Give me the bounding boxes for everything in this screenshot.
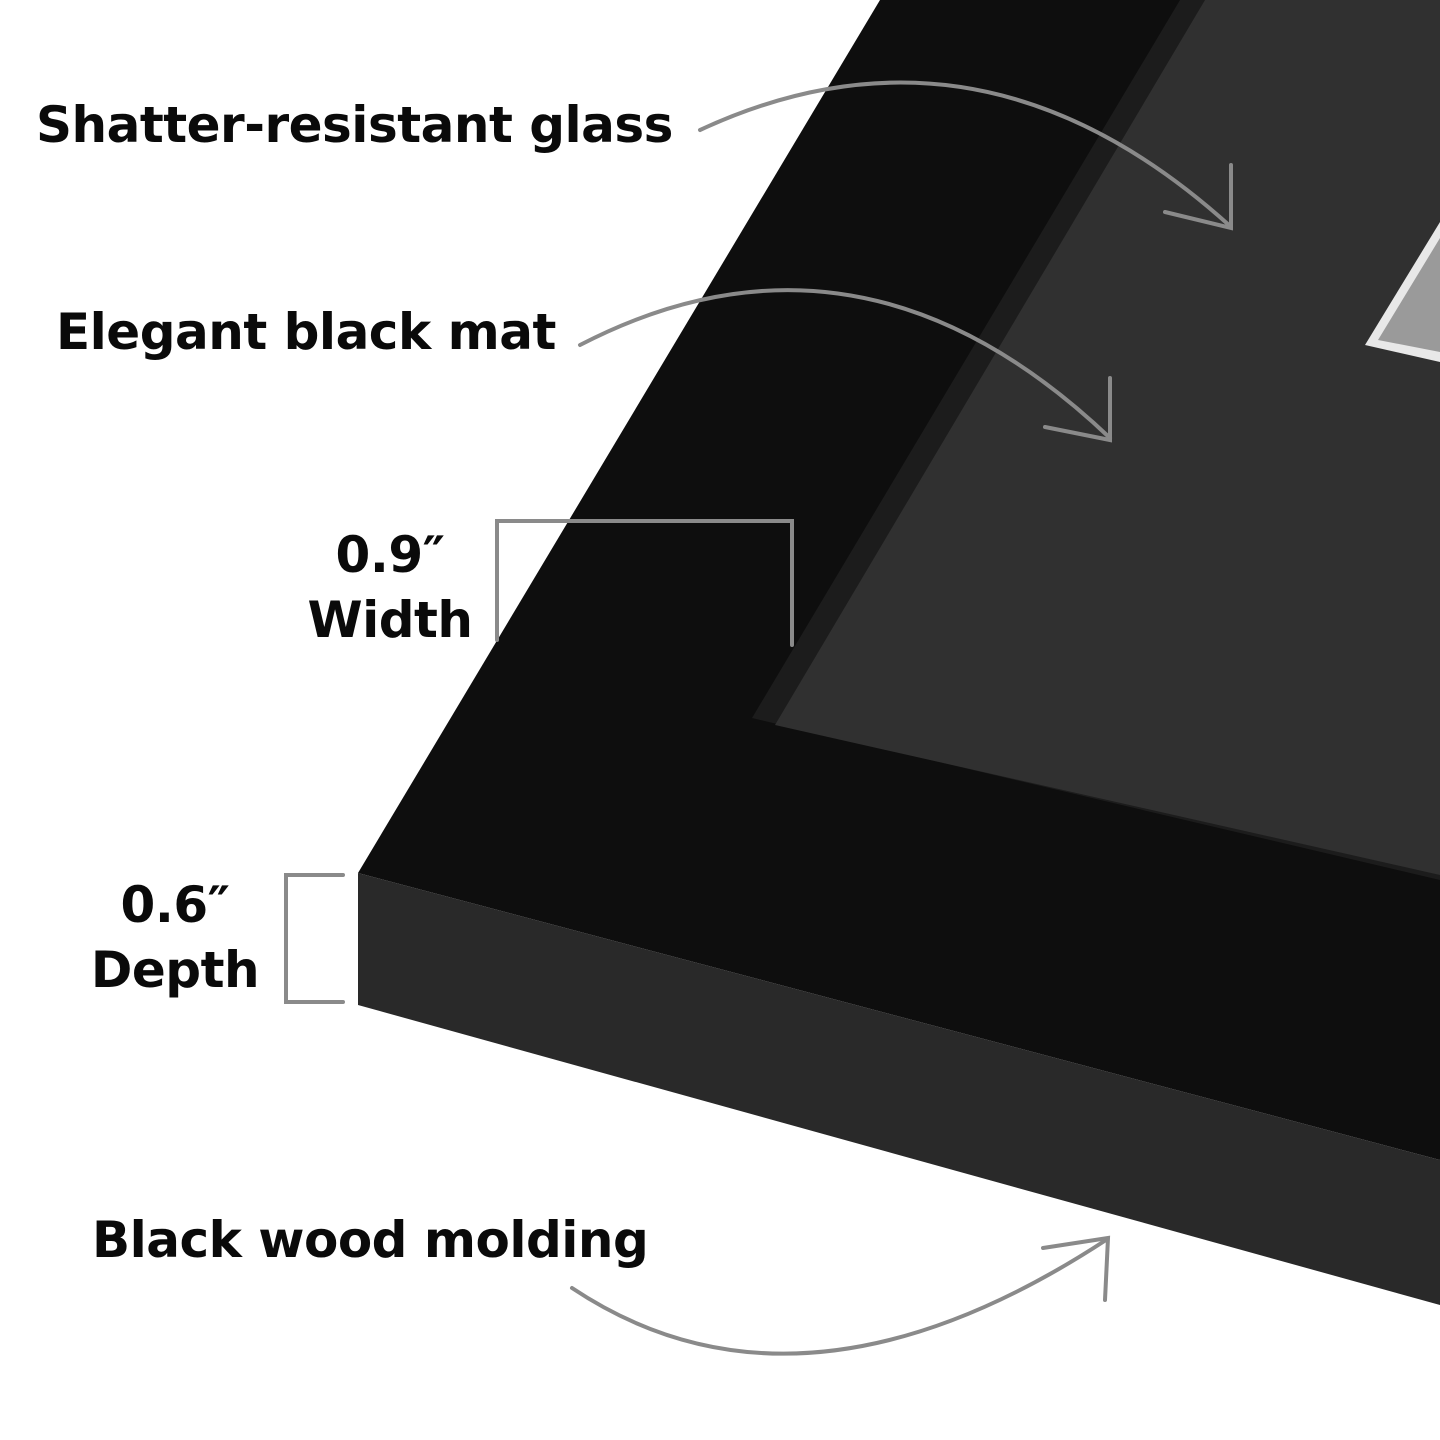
mat-arrow xyxy=(578,288,1112,440)
mat-label: Elegant black mat xyxy=(56,303,556,361)
glass-label: Shatter-resistant glass xyxy=(36,96,673,154)
frame-side-face xyxy=(358,873,1440,1305)
molding-label: Black wood molding xyxy=(92,1211,649,1269)
photo-opening xyxy=(1378,238,1440,352)
depth-label: Depth xyxy=(90,941,260,999)
glass-arrowhead-icon xyxy=(1163,163,1233,231)
width-bracket xyxy=(495,519,794,647)
molding-arrow xyxy=(570,1238,1108,1356)
depth-value: 0.6″ xyxy=(120,876,230,934)
mat-arrowhead-icon xyxy=(1043,376,1112,443)
molding-arrowhead-icon xyxy=(1041,1235,1111,1302)
glass-arrow xyxy=(698,80,1232,228)
width-value: 0.9″ xyxy=(335,526,445,584)
width-label: Width xyxy=(307,591,473,649)
depth-bracket xyxy=(284,873,345,1004)
